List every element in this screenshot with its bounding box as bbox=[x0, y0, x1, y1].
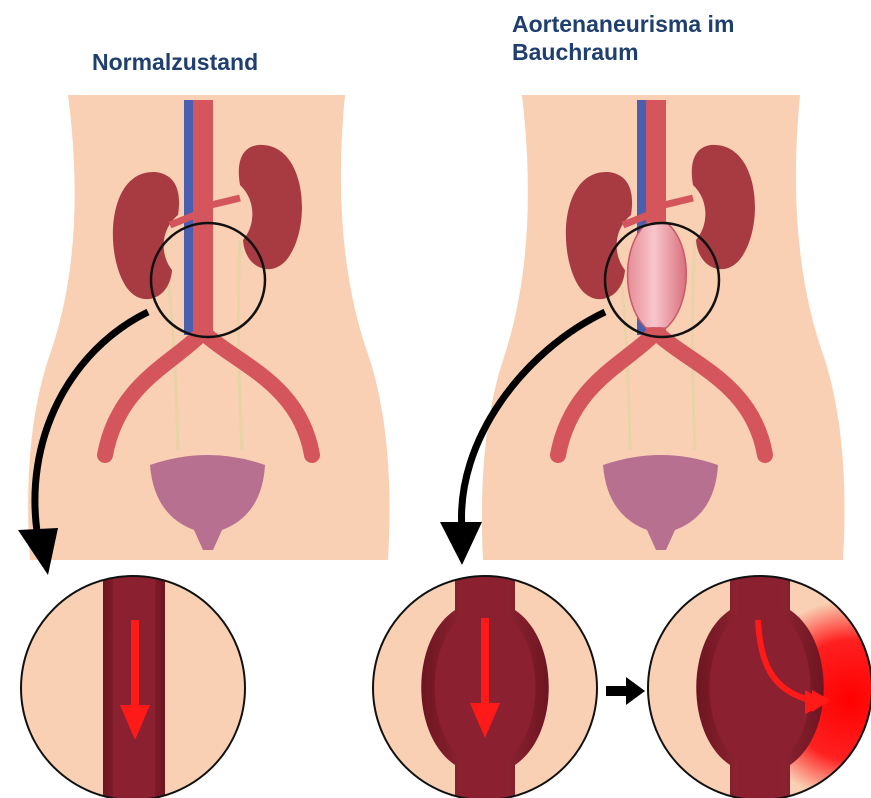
normal-torso-panel bbox=[28, 95, 389, 560]
transition-arrow-icon bbox=[606, 677, 645, 705]
detail-circle-aneurysm-vessel bbox=[373, 570, 597, 798]
aneurysm-torso-panel bbox=[482, 95, 845, 560]
detail-circle-ruptured-aneurysm bbox=[648, 570, 871, 798]
aortic-aneurysm-bulge bbox=[628, 222, 687, 328]
detail-circle-normal-vessel bbox=[21, 570, 245, 798]
aorta bbox=[193, 100, 213, 340]
